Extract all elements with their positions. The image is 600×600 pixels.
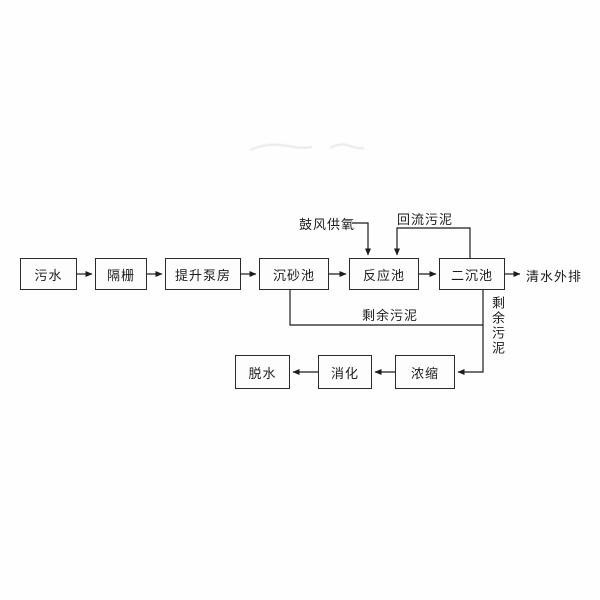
label-return-sludge: 回流污泥 bbox=[397, 213, 454, 228]
node-lift-pump-station: 提升泵房 bbox=[165, 258, 241, 290]
node-label: 脱水 bbox=[248, 366, 277, 382]
arrow-clarifier-to-thickening bbox=[457, 290, 484, 375]
node-sewage: 污水 bbox=[20, 258, 77, 290]
node-secondary-clarifier: 二沉池 bbox=[439, 258, 505, 290]
label-effluent: 清水外排 bbox=[526, 270, 583, 285]
node-label: 污水 bbox=[34, 268, 63, 284]
node-screen: 隔栅 bbox=[95, 258, 147, 290]
node-thickening: 浓缩 bbox=[395, 355, 455, 389]
node-label: 沉砂池 bbox=[272, 268, 315, 284]
label-excess-sludge: 剩余污泥 bbox=[362, 309, 419, 324]
node-reaction-tank: 反应池 bbox=[349, 258, 419, 290]
node-label: 二沉池 bbox=[450, 268, 493, 284]
node-digestion: 消化 bbox=[318, 355, 372, 389]
node-label: 浓缩 bbox=[410, 366, 439, 382]
node-dewatering: 脱水 bbox=[235, 355, 290, 389]
node-label: 隔栅 bbox=[106, 268, 135, 284]
label-blower-oxygen: 鼓风供氧 bbox=[299, 218, 356, 233]
node-label: 消化 bbox=[330, 366, 359, 382]
node-label: 反应池 bbox=[362, 268, 405, 284]
node-grit-chamber: 沉砂池 bbox=[259, 258, 329, 290]
arrow-return-sludge bbox=[394, 227, 471, 258]
watermark-smudge bbox=[249, 143, 365, 151]
node-label: 提升泵房 bbox=[174, 268, 231, 284]
label-excess-sludge-vertical: 剩余污泥 bbox=[489, 296, 504, 356]
